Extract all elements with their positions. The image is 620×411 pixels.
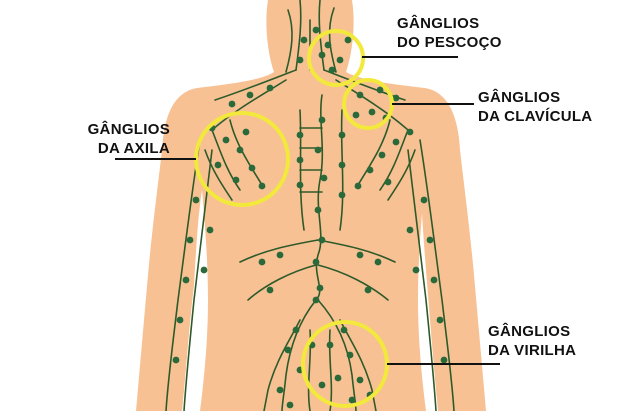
lymph-node-dot: [313, 297, 320, 304]
groin-label: GÂNGLIOS DA VIRILHA: [488, 322, 576, 360]
lymph-node-dot: [249, 165, 256, 172]
lymph-node-dot: [379, 152, 386, 159]
lymph-node-dot: [259, 183, 266, 190]
lymph-node-dot: [297, 57, 304, 64]
lymph-node-dot: [337, 57, 344, 64]
lymph-node-dot: [321, 175, 328, 182]
clavicle-label-line1: GÂNGLIOS: [478, 88, 592, 107]
lymph-node-dot: [193, 197, 200, 204]
lymph-node-dot: [243, 129, 250, 136]
lymph-node-dot: [437, 317, 444, 324]
lymph-node-dot: [385, 179, 392, 186]
lymph-node-dot: [297, 132, 304, 139]
groin-label-line2: DA VIRILHA: [488, 341, 576, 360]
lymph-node-dot: [187, 237, 194, 244]
lymph-node-dot: [207, 227, 214, 234]
lymph-node-dot: [367, 167, 374, 174]
lymph-node-dot: [319, 52, 326, 59]
lymph-node-dot: [315, 207, 322, 214]
lymph-node-dot: [357, 252, 364, 259]
lymph-node-dot: [349, 397, 356, 404]
lymph-node-dot: [285, 347, 292, 354]
lymph-node-dot: [297, 182, 304, 189]
lymph-node-dot: [177, 317, 184, 324]
lymph-node-dot: [229, 101, 236, 108]
lymph-node-dot: [293, 327, 300, 334]
clavicle-label: GÂNGLIOS DA CLAVÍCULA: [478, 88, 592, 126]
lymph-node-dot: [407, 129, 414, 136]
lymph-node-dot: [427, 237, 434, 244]
lymph-node-dot: [339, 132, 346, 139]
lymph-node-dot: [247, 92, 254, 99]
armpit-label-line1: GÂNGLIOS: [72, 120, 170, 139]
lymph-node-dot: [375, 259, 382, 266]
lymph-node-dot: [335, 375, 342, 382]
lymph-node-dot: [267, 85, 274, 92]
lymph-node-dot: [277, 252, 284, 259]
lymph-node-dot: [329, 67, 336, 74]
lymph-node-dot: [201, 267, 208, 274]
lymph-node-dot: [297, 157, 304, 164]
lymph-node-dot: [223, 137, 230, 144]
lymph-node-dot: [341, 327, 348, 334]
clavicle-label-line2: DA CLAVÍCULA: [478, 107, 592, 126]
neck-label: GÂNGLIOS DO PESCOÇO: [397, 14, 502, 52]
lymph-node-dot: [313, 259, 320, 266]
lymph-node-dot: [259, 259, 266, 266]
lymph-node-dot: [393, 139, 400, 146]
lymph-node-dot: [277, 387, 284, 394]
lymph-node-dot: [301, 37, 308, 44]
lymph-node-dot: [365, 287, 372, 294]
lymph-node-dot: [315, 147, 322, 154]
lymph-node-dot: [431, 277, 438, 284]
lymph-node-dot: [173, 357, 180, 364]
armpit-label: GÂNGLIOS DA AXILA: [72, 120, 170, 158]
neck-label-line1: GÂNGLIOS: [397, 14, 502, 33]
lymph-node-dot: [353, 112, 360, 119]
lymph-node-dot: [287, 402, 294, 409]
lymph-node-dot: [413, 267, 420, 274]
lymph-node-dot: [345, 37, 352, 44]
lymph-node-dot: [377, 87, 384, 94]
lymph-node-dot: [355, 183, 362, 190]
lymph-node-dot: [441, 357, 448, 364]
lymph-node-dot: [313, 27, 320, 34]
neck-label-line2: DO PESCOÇO: [397, 33, 502, 52]
lymph-node-dot: [267, 287, 274, 294]
lymph-node-dot: [339, 162, 346, 169]
lymph-node-dot: [237, 147, 244, 154]
lymph-node-dot: [215, 162, 222, 169]
lymph-node-dot: [357, 377, 364, 384]
groin-label-line1: GÂNGLIOS: [488, 322, 576, 341]
lymph-node-dot: [347, 352, 354, 359]
lymph-node-dot: [339, 192, 346, 199]
lymph-node-dot: [327, 342, 334, 349]
lymph-node-dot: [319, 382, 326, 389]
lymph-node-dot: [407, 227, 414, 234]
lymph-node-dot: [369, 109, 376, 116]
lymph-node-dot: [319, 117, 326, 124]
lymph-node-dot: [357, 92, 364, 99]
lymph-node-dot: [183, 277, 190, 284]
lymph-node-dot: [317, 285, 324, 292]
lymph-node-dot: [233, 177, 240, 184]
lymph-node-dot: [421, 197, 428, 204]
armpit-label-line2: DA AXILA: [72, 139, 170, 158]
lymph-node-dot: [325, 42, 332, 49]
lymph-node-dot: [319, 237, 326, 244]
